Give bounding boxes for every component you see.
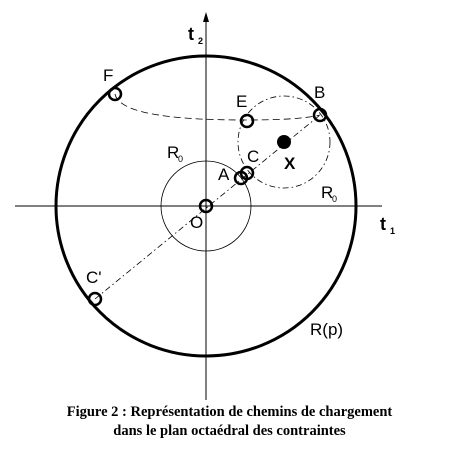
label-R0-shifted-letter: R [321,183,333,202]
label-A: A [218,165,230,184]
center-X-dot [277,135,291,149]
shifted-circle-X [237,95,331,189]
dashed-path-F-E-B [114,93,321,121]
label-E: E [236,92,247,111]
label-t2-subscript: 2 [198,36,203,46]
label-X: X [284,154,296,173]
label-R-p: R(p) [310,320,343,339]
point-C-marker [239,165,255,181]
outer-circle-R-p [54,54,358,358]
label-R0-shifted-subscript: 0 [332,194,337,204]
radial-loading-path [94,114,321,300]
label-C-prime: C' [86,268,102,287]
label-R0-inner-letter: R [167,143,179,162]
point-B-marker [312,107,328,123]
point-O-marker [198,198,214,214]
label-R0-inner-subscript: 0 [178,154,183,164]
t2-axis-arrowhead [203,12,209,22]
figure-caption-line-1: Figure 2 : Représentation de chemins de … [66,404,393,420]
label-t1-letter: t [380,214,386,234]
label-C: C [247,147,259,166]
label-F: F [103,66,113,85]
point-F-marker [107,86,123,102]
inner-circle-O [160,160,252,252]
label-B: B [314,83,325,102]
figure-caption-line-2: dans le plan octaédral des contraintes [113,423,346,439]
point-E-marker [239,113,255,129]
point-C-prime-marker [87,291,103,307]
label-t1-subscript: 1 [390,226,395,236]
label-t2-letter: t [188,24,194,44]
label-O: O [190,213,203,232]
